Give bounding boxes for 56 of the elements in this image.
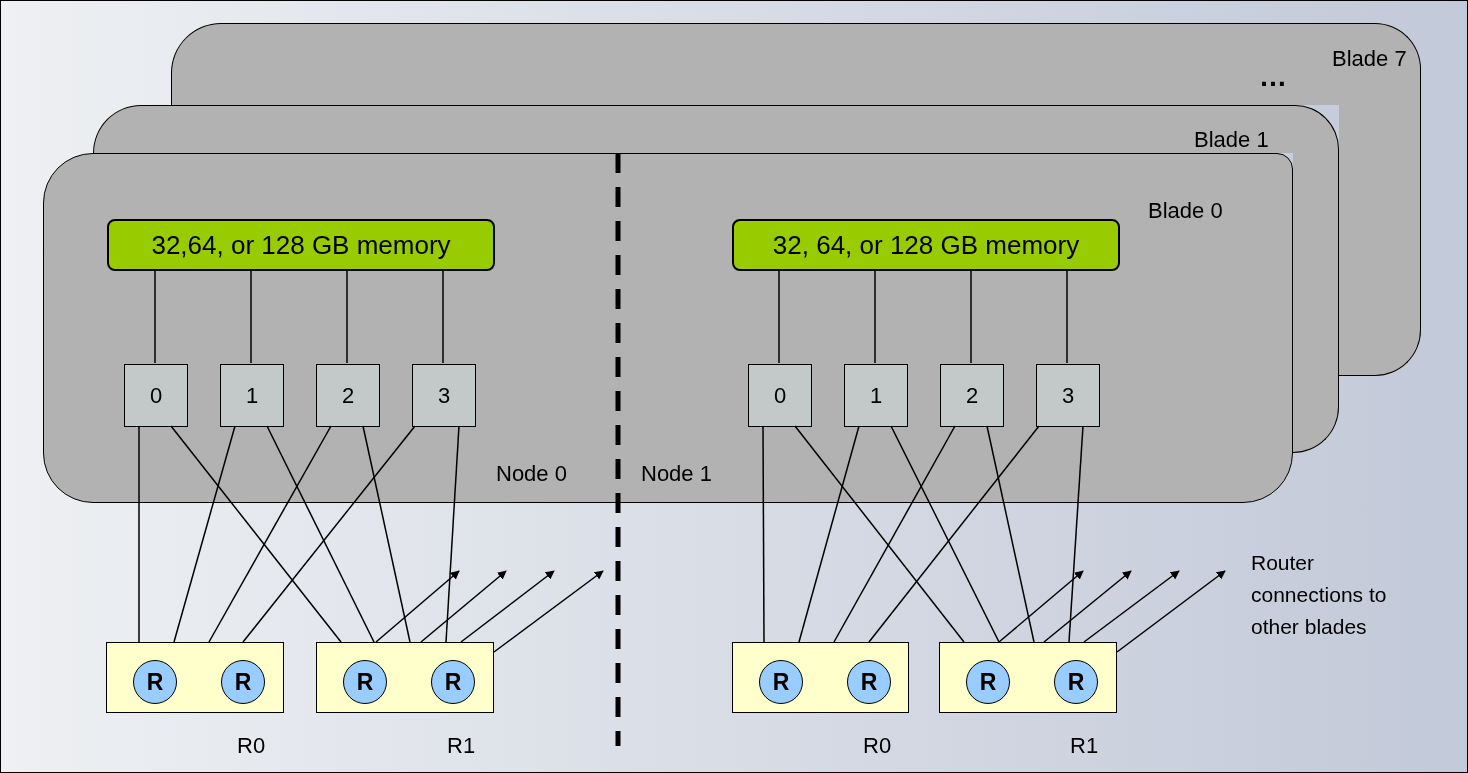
processor-box: 1 — [844, 364, 908, 427]
connector-line — [986, 425, 1035, 643]
arrow — [1083, 570, 1180, 643]
router-label: R0 — [863, 732, 892, 760]
connector-line — [874, 269, 876, 364]
connector-line — [762, 425, 765, 643]
processor-box: 3 — [412, 364, 476, 427]
node-label: Node 1 — [641, 460, 713, 488]
connector-line — [868, 425, 1040, 643]
ellipsis-mark: … — [1259, 67, 1288, 87]
arrow — [420, 570, 507, 643]
blade-label: Blade 1 — [1194, 126, 1269, 154]
connector-line — [250, 269, 252, 364]
router-label: R1 — [1070, 732, 1099, 760]
memory-box: 32, 64, or 128 GB memory — [732, 219, 1120, 271]
router-label: R1 — [447, 732, 476, 760]
connector-line — [833, 425, 956, 643]
connector-line — [266, 425, 375, 643]
connector-line — [778, 269, 780, 364]
connector-line — [154, 269, 156, 364]
arrow — [493, 570, 604, 653]
memory-box: 32,64, or 128 GB memory — [107, 219, 495, 271]
connector-line — [170, 425, 342, 643]
blade-label: Blade 7 — [1332, 45, 1407, 73]
processor-box: 2 — [316, 364, 380, 427]
connector-line — [442, 269, 444, 364]
connector-line — [970, 269, 972, 364]
blade-panel — [171, 23, 1421, 105]
arrow — [1116, 570, 1226, 653]
connector-line — [362, 425, 411, 643]
arrow — [375, 570, 460, 643]
processor-box: 3 — [1036, 364, 1100, 427]
connector-line — [798, 425, 860, 643]
processor-box: 0 — [748, 364, 812, 427]
node-label: Node 0 — [496, 460, 568, 488]
connector-line — [890, 425, 1000, 643]
connector-line — [1068, 425, 1084, 643]
connector-line — [1066, 269, 1068, 364]
connector-line — [208, 425, 332, 643]
router-label: R0 — [237, 732, 266, 760]
connector-line — [138, 425, 140, 643]
arrow — [998, 570, 1084, 643]
connector-line — [173, 425, 236, 643]
arrow — [1043, 570, 1132, 643]
blade-panel — [93, 105, 1339, 153]
connector-line — [346, 269, 348, 364]
connector-line — [445, 425, 460, 643]
processor-box: 2 — [940, 364, 1004, 427]
note-text: Router connections to other blades — [1251, 550, 1388, 640]
processor-box: 1 — [220, 364, 284, 427]
arrow — [460, 570, 555, 643]
blade-label: Blade 0 — [1148, 197, 1223, 225]
connector-line — [242, 425, 416, 643]
processor-box: 0 — [124, 364, 188, 427]
blade-panel — [43, 153, 1293, 503]
connector-line — [794, 425, 965, 643]
